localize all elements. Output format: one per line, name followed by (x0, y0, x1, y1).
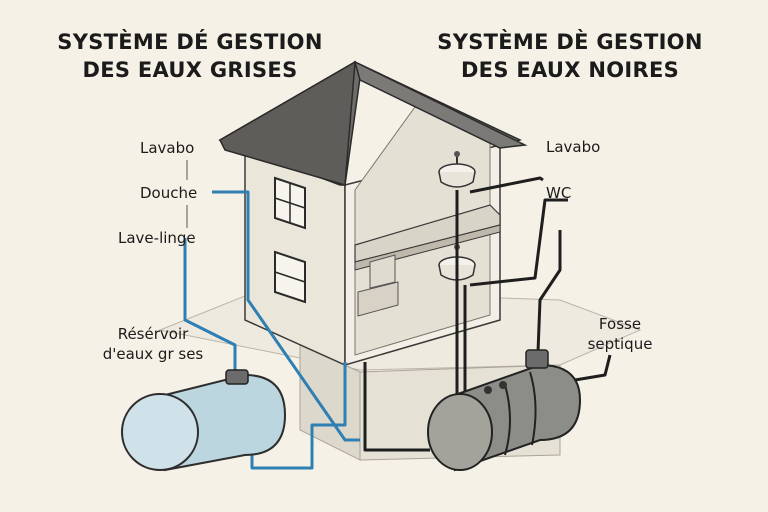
window-lower (274, 250, 306, 304)
label-lavabo-black: Lavabo (546, 138, 601, 156)
label-grey-tank-line2: d'eaux gr ses (102, 345, 204, 363)
black-water-title: SYSTÈME DÈ GESTION DES EAUX NOIRES (420, 28, 720, 84)
label-fosse-septique: Fosse septique (580, 314, 660, 354)
roof (218, 60, 528, 186)
label-lavabo-grey: Lavabo (140, 139, 195, 157)
grey-water-title-line1: SYSTÈME DÉ GESTION (57, 30, 323, 54)
label-fosse-line2: septique (587, 335, 653, 353)
grey-water-title: SYSTÈME DÉ GESTION DES EAUX GRISES (40, 28, 340, 84)
sink-upper (438, 151, 476, 188)
label-douche: Douche (140, 184, 198, 202)
window-upper (274, 176, 306, 230)
label-fosse-line1: Fosse (598, 315, 642, 333)
black-water-pipes (363, 176, 612, 452)
black-water-title-line2: DES EAUX NOIRES (460, 58, 680, 82)
black-water-title-line1: SYSTÈME DÈ GESTION (437, 30, 703, 54)
label-grey-tank-line1: Résérvoir (117, 325, 189, 343)
grey-water-pipes (183, 190, 360, 470)
label-wc: WC (546, 184, 572, 202)
label-lave-linge: Lave-linge (118, 229, 196, 247)
grey-water-title-line2: DES EAUX GRISES (82, 58, 298, 82)
label-grey-tank: Résérvoir d'eaux gr ses (88, 324, 218, 364)
septic-tank (427, 349, 582, 472)
grey-water-tank (121, 369, 287, 472)
